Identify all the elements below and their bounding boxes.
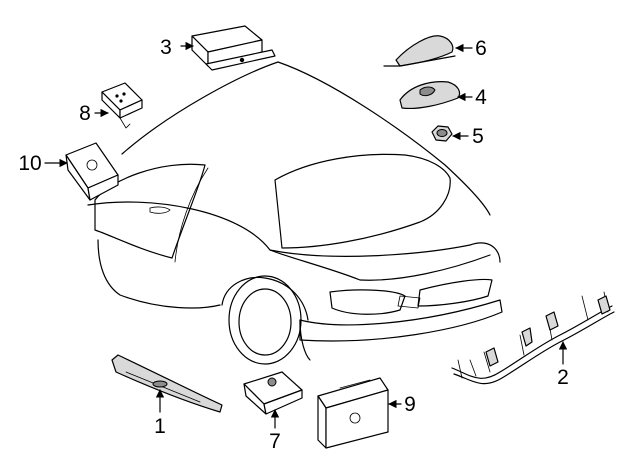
part-2-wiring-harness bbox=[451, 291, 615, 385]
leader-lines bbox=[44, 41, 568, 429]
part-3-control-module bbox=[191, 25, 276, 71]
callout-6: 6 bbox=[475, 37, 487, 60]
part-8-sensor bbox=[101, 82, 143, 129]
callout-5: 5 bbox=[472, 125, 484, 148]
callout-numbers: 3 6 4 5 8 10 1 7 9 2 bbox=[18, 36, 569, 453]
part-4-antenna-base bbox=[399, 81, 461, 110]
part-5-nut bbox=[431, 125, 453, 142]
callout-10: 10 bbox=[18, 152, 41, 175]
callout-8: 8 bbox=[79, 102, 91, 125]
callout-9: 9 bbox=[404, 393, 416, 416]
part-6-antenna-cover bbox=[383, 35, 456, 67]
callout-3: 3 bbox=[160, 36, 172, 59]
part-9-control-unit bbox=[317, 377, 389, 449]
part-1-trim bbox=[111, 354, 223, 413]
part-7-module bbox=[243, 371, 303, 415]
callout-2: 2 bbox=[557, 366, 569, 389]
callout-7: 7 bbox=[269, 430, 281, 453]
part-10-module bbox=[65, 142, 119, 201]
callout-1: 1 bbox=[154, 415, 166, 438]
callout-4: 4 bbox=[475, 86, 487, 109]
car-illustration bbox=[87, 61, 503, 365]
